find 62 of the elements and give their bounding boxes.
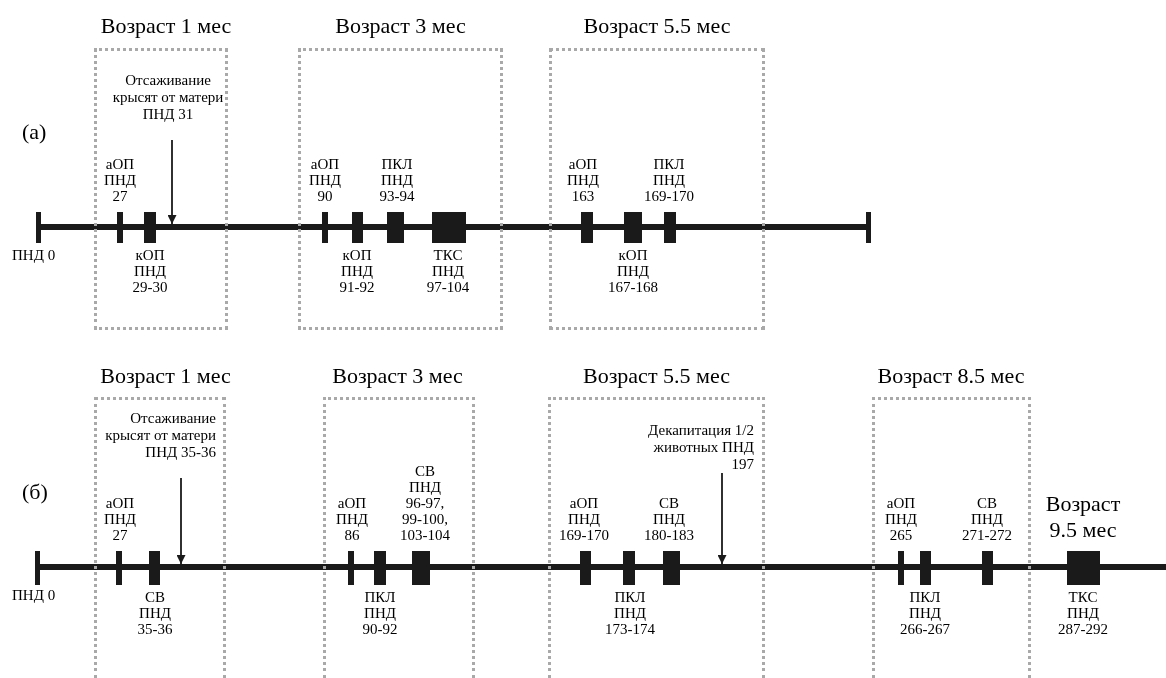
event-bar xyxy=(982,551,993,585)
age-title: Возраст 1 мес xyxy=(99,12,233,40)
event-label: СВ ПНД 180-183 xyxy=(644,495,694,543)
event-bar xyxy=(898,551,904,585)
event-label: аОП ПНД 90 xyxy=(309,156,341,204)
age-title: Возраст 3 мес xyxy=(334,12,467,40)
event-label: ПКЛ ПНД 90-92 xyxy=(362,589,398,637)
age-title: Возраст 3 мес xyxy=(331,362,464,390)
event-label: ПКЛ ПНД 173-174 xyxy=(605,589,655,637)
timeline xyxy=(40,564,1166,570)
panel-label: (а) xyxy=(22,118,47,146)
event-label: аОП ПНД 27 xyxy=(104,495,136,543)
timeline xyxy=(41,224,866,230)
event-label: кОП ПНД 167-168 xyxy=(608,247,658,295)
event-bar xyxy=(432,212,466,243)
event-bar xyxy=(387,212,404,243)
event-bar xyxy=(1067,551,1100,585)
event-label: ПКЛ ПНД 93-94 xyxy=(379,156,415,204)
event-bar xyxy=(149,551,160,585)
event-label: кОП ПНД 91-92 xyxy=(339,247,375,295)
event-label: аОП ПНД 27 xyxy=(104,156,136,204)
event-label: кОП ПНД 29-30 xyxy=(132,247,168,295)
event-bar xyxy=(664,212,676,243)
age-title: Возраст 5.5 мес xyxy=(582,362,731,390)
event-bar xyxy=(144,212,156,243)
event-bar xyxy=(581,212,593,243)
event-label: ПКЛ ПНД 266-267 xyxy=(900,589,950,637)
age-title: Возраст 8.5 мес xyxy=(876,362,1026,390)
event-bar xyxy=(117,212,123,243)
event-note: Отсаживание крысят от матери ПНД 31 xyxy=(112,72,224,140)
event-label: СВ ПНД 35-36 xyxy=(137,589,173,637)
event-bar xyxy=(663,551,680,585)
panel-label: (б) xyxy=(22,478,48,506)
event-bar xyxy=(623,551,635,585)
arrow xyxy=(176,477,186,565)
event-bar xyxy=(116,551,122,585)
event-bar xyxy=(348,551,354,585)
event-label: ТКС ПНД 97-104 xyxy=(426,247,470,295)
event-bar xyxy=(624,212,642,243)
event-bar xyxy=(920,551,931,585)
event-bar xyxy=(580,551,591,585)
age-title: Возраст 1 мес xyxy=(99,362,232,390)
event-bar xyxy=(322,212,328,243)
event-note: Декапитация 1/2 животных ПНД 197 xyxy=(630,422,754,473)
event-bar xyxy=(352,212,363,243)
arrow xyxy=(717,472,727,565)
event-label: аОП ПНД 265 xyxy=(885,495,917,543)
event-label: СВ ПНД 271-272 xyxy=(962,495,1012,543)
age-title: Возраст 9.5 мес xyxy=(1044,491,1122,543)
event-label: аОП ПНД 163 xyxy=(567,156,599,204)
arrow xyxy=(167,139,177,225)
timeline-start-label: ПНД 0 xyxy=(12,246,56,264)
event-label: СВ ПНД 96-97, 99-100, 103-104 xyxy=(400,463,450,543)
event-bar xyxy=(374,551,386,585)
event-label: ПКЛ ПНД 169-170 xyxy=(644,156,694,204)
event-note: Отсаживание крысят от матери ПНД 35-36 xyxy=(100,410,216,478)
event-label: аОП ПНД 86 xyxy=(336,495,368,543)
event-bar xyxy=(412,551,430,585)
timeline-start-label: ПНД 0 xyxy=(12,586,56,604)
event-label: ТКС ПНД 287-292 xyxy=(1058,589,1108,637)
event-label: аОП ПНД 169-170 xyxy=(559,495,609,543)
age-title: Возраст 5.5 мес xyxy=(582,12,732,40)
